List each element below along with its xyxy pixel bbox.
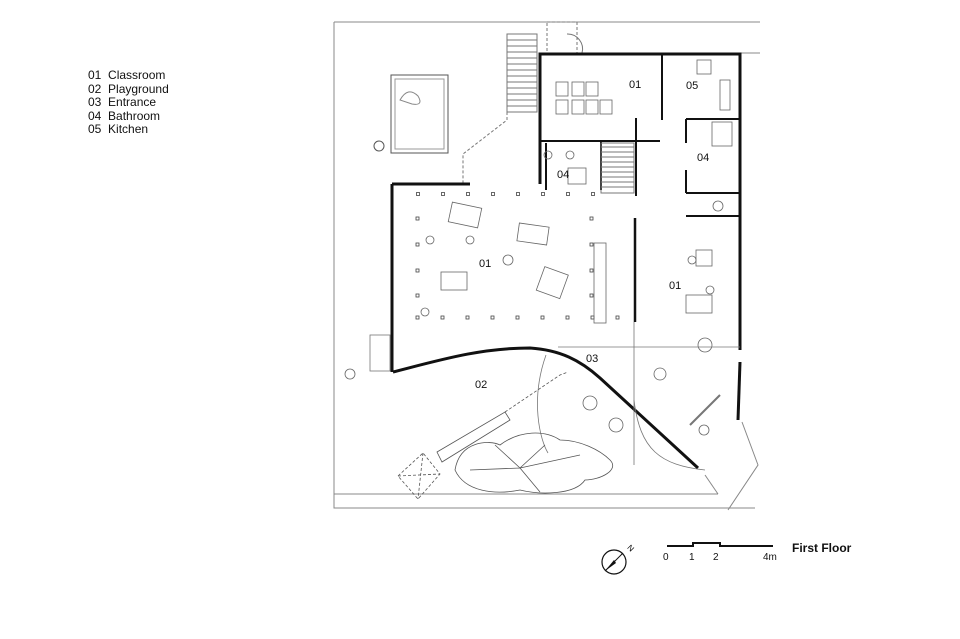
column-grid <box>415 192 620 320</box>
column <box>591 192 595 196</box>
site-boundary <box>333 21 760 511</box>
room-label-kitchen: 05 <box>686 80 698 92</box>
column <box>416 192 420 196</box>
room-label-entrance: 03 <box>586 353 598 365</box>
interior-stair <box>600 142 635 194</box>
column <box>490 315 495 320</box>
room-label-classroom-upper: 01 <box>629 79 641 91</box>
column <box>466 192 470 196</box>
stair-outline <box>600 142 635 194</box>
legend-item: 05 Kitchen <box>88 122 149 136</box>
sandbox <box>373 74 449 154</box>
scale-tick: 2 <box>713 552 719 563</box>
room-label-bathroom-center: 04 <box>557 169 569 181</box>
furniture <box>344 59 733 436</box>
north-arrow-icon: N <box>601 543 636 575</box>
scale-tick: 1 <box>689 552 695 563</box>
column <box>415 268 420 273</box>
column <box>465 315 470 320</box>
column <box>415 242 420 247</box>
legend-item: 03 Entrance <box>88 95 157 109</box>
column <box>589 216 594 221</box>
tree <box>454 432 613 494</box>
legend-item: 01 Classroom <box>88 68 166 82</box>
column <box>415 216 420 221</box>
room-label-classroom-right: 01 <box>669 280 681 292</box>
column <box>541 192 545 196</box>
room-label-bathroom-right: 04 <box>697 152 709 164</box>
column <box>515 315 520 320</box>
scale-tick: 0 <box>663 552 669 563</box>
exterior-stair <box>462 33 538 183</box>
north-label: N <box>625 543 636 554</box>
entrance-area <box>537 322 740 471</box>
column <box>565 315 570 320</box>
room-label-classroom-main: 01 <box>479 258 491 270</box>
column <box>441 192 445 196</box>
column <box>516 192 520 196</box>
legend-item: 04 Bathroom <box>88 108 161 123</box>
column <box>589 293 594 298</box>
column <box>440 315 445 320</box>
column <box>566 192 570 196</box>
column <box>589 242 594 247</box>
column <box>540 315 545 320</box>
room-legend: 01 Classroom 02 Playground 03 Entrance 0… <box>88 68 169 137</box>
scale-bar <box>667 542 773 547</box>
column <box>491 192 495 196</box>
playground-ramp <box>369 334 569 500</box>
room-label-playground: 02 <box>475 379 487 391</box>
column <box>415 293 420 298</box>
entry-porch <box>546 21 578 55</box>
legend-item: 02 Playground <box>88 81 169 96</box>
column <box>590 315 595 320</box>
column <box>415 315 420 320</box>
plan-title: First Floor <box>792 541 852 555</box>
column <box>589 268 594 273</box>
column <box>615 315 620 320</box>
scale-tick: 4m <box>763 552 777 563</box>
door-swing <box>566 33 584 54</box>
